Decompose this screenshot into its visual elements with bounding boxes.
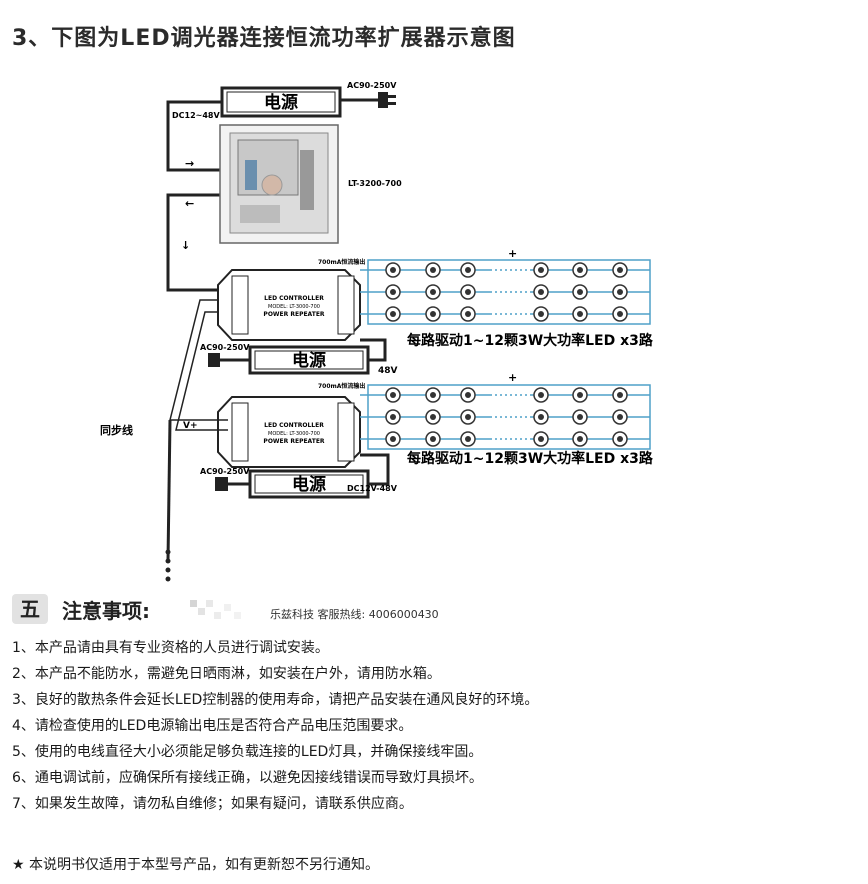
svg-text:LED CONTROLLER: LED CONTROLLER — [264, 295, 324, 302]
controller-unit — [219, 124, 339, 244]
led-core — [390, 267, 396, 273]
led-array-2 — [360, 384, 651, 450]
led-core — [617, 436, 623, 442]
svg-text:700mA恒流输出: 700mA恒流输出 — [318, 258, 365, 266]
led-core — [465, 414, 471, 420]
controller-model: LT-3200-700 — [348, 179, 402, 188]
led-core — [538, 311, 544, 317]
led-core — [577, 311, 583, 317]
led-core — [617, 289, 623, 295]
wiring-diagram: 电源 AC90-250V DC12~48V → ← ↓ LT-3200-700 … — [100, 81, 654, 582]
led-core — [538, 414, 544, 420]
led-core — [465, 392, 471, 398]
led-core — [577, 414, 583, 420]
decor-pixel — [214, 612, 221, 619]
led-core — [390, 392, 396, 398]
svg-text:MODEL: LT-3000-700: MODEL: LT-3000-700 — [268, 304, 320, 310]
led-core — [577, 436, 583, 442]
top-plug-icon — [378, 92, 396, 108]
bottom-ac-label: AC90-250V — [200, 467, 250, 476]
note-item: 5、使用的电线直径大小必须能足够负载连接的LED灯具，并确保接线牢固。 — [12, 744, 483, 760]
led-core — [617, 267, 623, 273]
led-core — [430, 311, 436, 317]
led-array-1 — [360, 259, 651, 325]
decor-pixel — [190, 600, 197, 607]
led-core — [538, 392, 544, 398]
led-core — [430, 436, 436, 442]
led-core — [390, 289, 396, 295]
voltage-48v: 48V — [378, 366, 398, 376]
middle-ac-label: AC90-250V — [200, 343, 250, 352]
continuation-dots — [165, 549, 171, 582]
led-core — [538, 436, 544, 442]
svg-text:LED CONTROLLER: LED CONTROLLER — [264, 422, 324, 429]
customer-hotline: 乐兹科技 客服热线: 4006000430 — [270, 608, 439, 621]
v-plus-label: V+ — [183, 421, 198, 431]
led-group-caption-2: 每路驱动1~12颗3W大功率LED x3路 — [407, 450, 654, 467]
led-core — [465, 267, 471, 273]
decor-pixel — [198, 608, 205, 615]
led-core — [390, 414, 396, 420]
svg-text:+: + — [508, 371, 517, 384]
svg-text:MODEL: LT-3000-700: MODEL: LT-3000-700 — [268, 431, 320, 437]
note-item: 4、请检查使用的LED电源输出电压是否符合产品电压范围要求。 — [12, 718, 413, 734]
bottom-power-supply: 电源 — [248, 469, 370, 499]
led-core — [430, 392, 436, 398]
led-core — [577, 267, 583, 273]
led-core — [538, 289, 544, 295]
svg-text:↓: ↓ — [181, 239, 190, 252]
led-core — [430, 267, 436, 273]
svg-text:电源: 电源 — [292, 350, 326, 371]
svg-text:+: + — [508, 247, 517, 260]
decor-pixel — [234, 612, 241, 619]
led-core — [390, 436, 396, 442]
top-ac-input-label: AC90-250V — [347, 81, 397, 90]
led-core — [577, 392, 583, 398]
note-item: 2、本产品不能防水，需避免日晒雨淋，如安装在户外，请用防水箱。 — [12, 666, 441, 682]
top-power-supply: 电源 — [220, 86, 342, 118]
svg-text:POWER REPEATER: POWER REPEATER — [263, 311, 325, 318]
led-core — [430, 414, 436, 420]
led-core — [430, 289, 436, 295]
led-core — [390, 311, 396, 317]
led-core — [465, 289, 471, 295]
led-core — [465, 311, 471, 317]
led-core — [617, 414, 623, 420]
svg-text:电源: 电源 — [292, 474, 326, 495]
led-core — [465, 436, 471, 442]
middle-power-supply: 电源 — [248, 345, 370, 375]
sync-line-label: 同步线 — [100, 423, 133, 437]
led-core — [617, 392, 623, 398]
top-psu-label: 电源 — [264, 92, 298, 113]
power-repeater-1: LED CONTROLLER MODEL: LT-3000-700 POWER … — [217, 269, 361, 341]
section-title: 3、下图为LED调光器连接恒流功率扩展器示意图 — [12, 26, 516, 51]
note-item: 1、本产品请由具有专业资格的人员进行调试安装。 — [12, 640, 329, 656]
bottom-dc-label: DC12V-48V — [347, 484, 398, 493]
svg-text:700mA恒流输出: 700mA恒流输出 — [318, 382, 365, 390]
note-item: 3、良好的散热条件会延长LED控制器的使用寿命，请把产品安装在通风良好的环境。 — [12, 692, 539, 708]
svg-text:→: → — [185, 157, 194, 170]
svg-text:POWER REPEATER: POWER REPEATER — [263, 438, 325, 445]
svg-text:←: ← — [185, 197, 194, 210]
led-core — [617, 311, 623, 317]
footer-disclaimer: ★ 本说明书仅适用于本型号产品，如有更新恕不另行通知。 — [12, 857, 379, 873]
decor-pixel — [224, 604, 231, 611]
top-dc-label: DC12~48V — [172, 111, 220, 120]
led-core — [577, 289, 583, 295]
notes-section-badge: 五 — [12, 594, 48, 624]
led-group-caption-1: 每路驱动1~12颗3W大功率LED x3路 — [407, 332, 654, 349]
note-item: 6、通电调试前，应确保所有接线正确，以避免因接线错误而导致灯具损坏。 — [12, 770, 483, 786]
decor-pixel — [206, 600, 213, 607]
power-repeater-2: LED CONTROLLER MODEL: LT-3000-700 POWER … — [217, 396, 361, 468]
led-core — [538, 267, 544, 273]
note-item: 7、如果发生故障，请勿私自维修；如果有疑问，请联系供应商。 — [12, 796, 413, 812]
notes-title: 注意事项: — [62, 599, 150, 623]
